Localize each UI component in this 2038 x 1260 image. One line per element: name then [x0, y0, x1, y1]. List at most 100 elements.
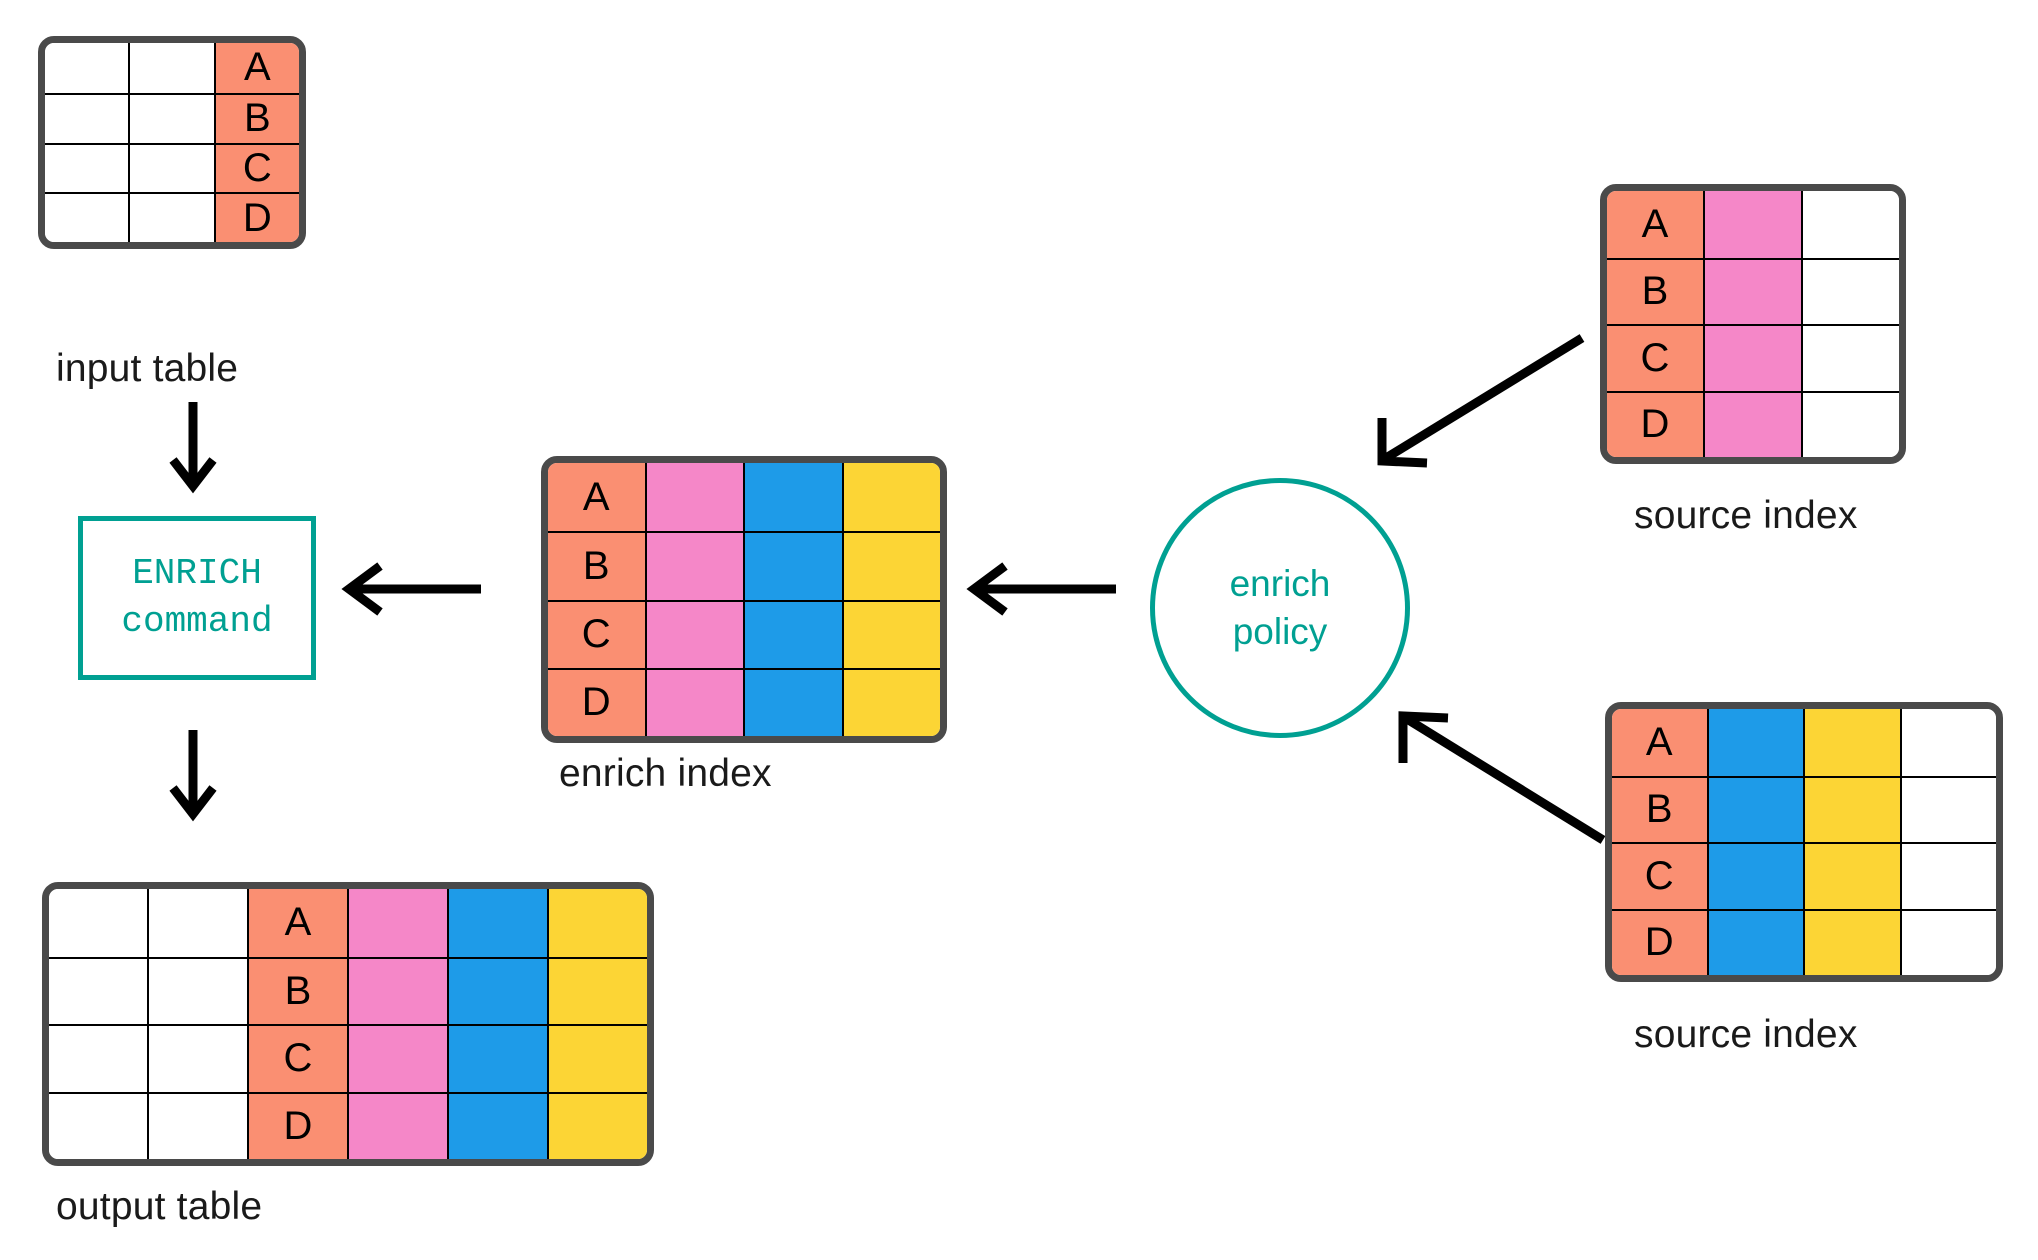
input-table: A B C D [38, 36, 306, 249]
cell-output-r1c1 [49, 889, 147, 957]
source-index-top-table: A B C D [1600, 184, 1906, 464]
cell-enrich-r2c4 [841, 531, 940, 600]
cell-input-r4c2 [128, 192, 214, 242]
cell-output-r1c2 [147, 889, 247, 957]
arrow-policy-to-enrich-index [966, 562, 1116, 616]
cell-enrich-r3c2 [644, 599, 743, 668]
cell-output-r2c6 [547, 956, 647, 1024]
arrow-command-to-output [169, 730, 217, 822]
cell-input-r1c1 [45, 43, 129, 93]
cell-srctop-r3c2 [1703, 324, 1801, 391]
enrich-index-caption: enrich index [559, 752, 772, 795]
table-row: C [1607, 324, 1899, 391]
enrich-policy-circle[interactable]: enrich policy [1150, 478, 1410, 738]
cell-output-r2c5 [447, 956, 547, 1024]
source-index-bottom-table: A B C D [1605, 702, 2003, 982]
cell-srcbot-r4c4 [1899, 908, 1996, 975]
table-row: B [1607, 257, 1899, 324]
table-row: A [1607, 191, 1899, 258]
cell-srctop-r1c2 [1703, 191, 1801, 258]
cell-srcbot-r2c2 [1706, 775, 1803, 842]
cell-srcbot-r1c3 [1803, 709, 1900, 776]
cell-enrich-r3c4 [841, 599, 940, 668]
cell-srcbot-r1c4 [1899, 709, 1996, 776]
arrow-source-top-to-policy [1377, 334, 1585, 468]
arrow-input-to-command [169, 402, 217, 494]
cell-enrich-r2c3 [743, 531, 842, 600]
enrich-command-line1: ENRICH [132, 553, 262, 595]
output-table-caption: output table [56, 1185, 263, 1228]
cell-enrich-r2c1: B [548, 531, 645, 600]
table-row: A [45, 43, 299, 93]
cell-output-r1c6 [547, 889, 647, 957]
source-index-top-caption: source index [1634, 494, 1858, 537]
cell-srcbot-r4c1: D [1612, 908, 1707, 975]
cell-input-r2c2 [128, 92, 214, 143]
enrich-policy-line1: enrich [1229, 562, 1331, 604]
table-row: C [548, 599, 940, 668]
cell-srcbot-r4c2 [1706, 908, 1803, 975]
cell-enrich-r3c3 [743, 599, 842, 668]
cell-output-r1c3: A [247, 889, 347, 957]
cell-srcbot-r1c2 [1706, 709, 1803, 776]
cell-output-r2c4 [347, 956, 447, 1024]
cell-srctop-r2c2 [1703, 257, 1801, 324]
cell-output-r2c2 [147, 956, 247, 1024]
enrich-index-table: A B C D [541, 456, 947, 743]
cell-output-r4c1 [49, 1091, 147, 1159]
cell-input-r3c1 [45, 142, 129, 193]
cell-output-r4c2 [147, 1091, 247, 1159]
cell-srcbot-r3c4 [1899, 842, 1996, 909]
cell-srctop-r1c1: A [1607, 191, 1703, 258]
enrich-command-box[interactable]: ENRICH command [78, 516, 316, 680]
cell-enrich-r3c1: C [548, 599, 645, 668]
cell-input-r4c3: D [213, 192, 299, 242]
cell-enrich-r1c1: A [548, 463, 645, 532]
input-table-caption: input table [56, 347, 239, 390]
cell-input-r2c3: B [213, 92, 299, 143]
cell-output-r4c6 [547, 1091, 647, 1159]
enrich-policy-line2: policy [1232, 611, 1328, 652]
cell-output-r3c6 [547, 1024, 647, 1092]
cell-srcbot-r3c3 [1803, 842, 1900, 909]
cell-srctop-r3c3 [1801, 324, 1899, 391]
cell-srcbot-r1c1: A [1612, 709, 1707, 776]
table-row: C [1612, 842, 1996, 909]
cell-input-r1c2 [128, 43, 214, 93]
cell-input-r2c1 [45, 92, 129, 143]
table-row: D [45, 192, 299, 242]
cell-output-r3c1 [49, 1024, 147, 1092]
table-row: B [49, 956, 647, 1024]
cell-srctop-r1c3 [1801, 191, 1899, 258]
cell-srctop-r4c1: D [1607, 390, 1703, 457]
table-row: D [49, 1091, 647, 1159]
table-row: B [45, 92, 299, 143]
cell-output-r3c2 [147, 1024, 247, 1092]
cell-output-r4c4 [347, 1091, 447, 1159]
cell-output-r3c3: C [247, 1024, 347, 1092]
cell-input-r1c3: A [213, 43, 299, 93]
output-table: A B C D [42, 882, 654, 1166]
cell-enrich-r4c4 [841, 667, 940, 736]
cell-enrich-r1c2 [644, 463, 743, 532]
cell-enrich-r1c3 [743, 463, 842, 532]
cell-enrich-r2c2 [644, 531, 743, 600]
cell-srcbot-r4c3 [1803, 908, 1900, 975]
cell-input-r3c2 [128, 142, 214, 193]
cell-enrich-r4c3 [743, 667, 842, 736]
cell-enrich-r4c1: D [548, 667, 645, 736]
cell-srctop-r2c3 [1801, 257, 1899, 324]
cell-srcbot-r3c1: C [1612, 842, 1707, 909]
cell-srcbot-r3c2 [1706, 842, 1803, 909]
cell-srctop-r4c2 [1703, 390, 1801, 457]
cell-input-r4c1 [45, 192, 129, 242]
table-row: B [1612, 775, 1996, 842]
cell-output-r4c3: D [247, 1091, 347, 1159]
cell-output-r1c4 [347, 889, 447, 957]
cell-output-r1c5 [447, 889, 547, 957]
source-index-bottom-caption: source index [1634, 1013, 1858, 1056]
cell-srctop-r2c1: B [1607, 257, 1703, 324]
enrich-command-line2: command [121, 601, 273, 642]
cell-srcbot-r2c4 [1899, 775, 1996, 842]
cell-srcbot-r2c3 [1803, 775, 1900, 842]
